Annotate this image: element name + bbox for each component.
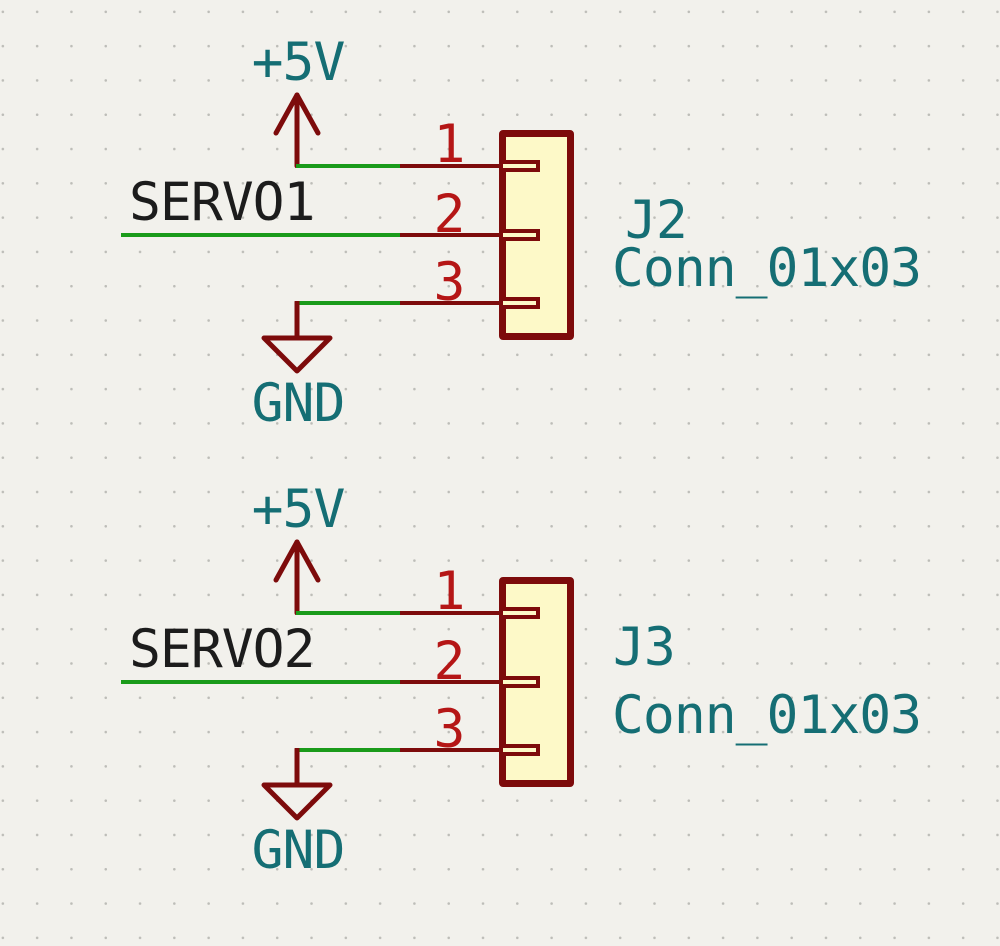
power-flag-up-arrow-icon[interactable] — [270, 535, 326, 615]
net-label-servo2[interactable]: SERVO2 — [129, 619, 315, 680]
wire-pin2-servo1[interactable] — [121, 233, 400, 237]
pin-3-notch — [499, 744, 540, 756]
pin-number-1[interactable]: 1 — [433, 561, 466, 622]
reference-label-j3[interactable]: J3 — [613, 617, 676, 678]
pin-1-notch — [499, 607, 540, 619]
wire-pin1-to-5v[interactable] — [296, 611, 400, 615]
connector-group-j2: +5V 1 SERVO1 2 3 GND J2 Conn_01x03 — [0, 0, 1000, 447]
pin-3-notch — [499, 297, 540, 309]
connector-group-j3: +5V 1 SERVO2 2 3 GND J3 Conn_01x03 — [0, 447, 1000, 894]
power-flag-up-arrow-icon[interactable] — [270, 88, 326, 168]
pin-number-3[interactable]: 3 — [433, 252, 466, 313]
value-label-j2[interactable]: Conn_01x03 — [612, 238, 922, 299]
pin-1-lead[interactable] — [400, 611, 504, 615]
gnd-symbol-icon[interactable] — [260, 301, 335, 375]
pin-number-2[interactable]: 2 — [433, 631, 466, 692]
pin-1-notch — [499, 160, 540, 172]
pin-2-lead[interactable] — [400, 680, 504, 684]
power-flag-label-5v[interactable]: +5V — [251, 479, 346, 540]
pin-1-lead[interactable] — [400, 164, 504, 168]
power-flag-label-5v[interactable]: +5V — [251, 32, 346, 93]
pin-2-notch — [499, 676, 540, 688]
pin-number-3[interactable]: 3 — [433, 699, 466, 760]
wire-pin3-to-gnd[interactable] — [296, 301, 400, 305]
gnd-triangle — [261, 782, 333, 821]
gnd-label[interactable]: GND — [251, 373, 346, 434]
pin-number-2[interactable]: 2 — [433, 184, 466, 245]
gnd-triangle — [261, 335, 333, 374]
value-label-j3[interactable]: Conn_01x03 — [612, 685, 922, 746]
wire-pin3-to-gnd[interactable] — [296, 748, 400, 752]
net-label-servo1[interactable]: SERVO1 — [129, 172, 315, 233]
pin-2-lead[interactable] — [400, 233, 504, 237]
power-flag-arrowhead — [273, 539, 321, 583]
pin-2-notch — [499, 229, 540, 241]
power-flag-arrowhead — [273, 92, 321, 136]
gnd-label[interactable]: GND — [251, 820, 346, 881]
reference-label-j2[interactable]: J2 — [625, 190, 688, 251]
pin-number-1[interactable]: 1 — [433, 114, 466, 175]
pin-3-lead[interactable] — [400, 748, 504, 752]
wire-pin1-to-5v[interactable] — [296, 164, 400, 168]
wire-pin2-servo2[interactable] — [121, 680, 400, 684]
gnd-symbol-icon[interactable] — [260, 748, 335, 822]
pin-3-lead[interactable] — [400, 301, 504, 305]
